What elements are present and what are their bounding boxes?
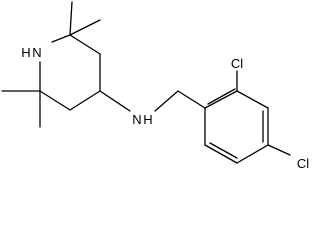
- chlorine-ortho-label: Cl: [231, 56, 243, 71]
- bond-c5-c6: [39, 90, 71, 111]
- bond-ar4-cl: [267, 144, 291, 156]
- bond-c4-nh: [99, 90, 131, 112]
- bond-nh-ch2: [154, 90, 179, 112]
- bond-ar5-ar6: [204, 144, 238, 164]
- molecule-structure-diagram: N H N H Cl Cl: [1, 1, 309, 171]
- bond-c2-methyl-a: [69, 1, 73, 36]
- bond-ar4-ar5: [236, 144, 269, 164]
- amine-nh-label-n: N: [132, 112, 141, 127]
- bond-ar2-ar2-inner: [207, 88, 236, 105]
- bond-ar2-ar3: [236, 90, 269, 109]
- bond-ar1-ar2: [204, 90, 238, 109]
- bonds: [1, 1, 291, 164]
- chlorine-para-label: Cl: [297, 156, 309, 171]
- bond-n1-c2: [51, 34, 71, 43]
- bond-ar5-ar6-inner: [209, 142, 238, 159]
- bond-c2-c3: [69, 34, 101, 55]
- ring-nh-label-n: N: [32, 45, 41, 60]
- amine-nh-label-h: H: [143, 112, 152, 127]
- atom-labels: N H N H Cl Cl: [21, 45, 309, 171]
- bond-c2-methyl-b: [69, 19, 101, 36]
- ring-nh-label-h: H: [21, 45, 30, 60]
- bond-c4-c5: [69, 90, 101, 111]
- bond-ch2-ar1: [177, 90, 206, 109]
